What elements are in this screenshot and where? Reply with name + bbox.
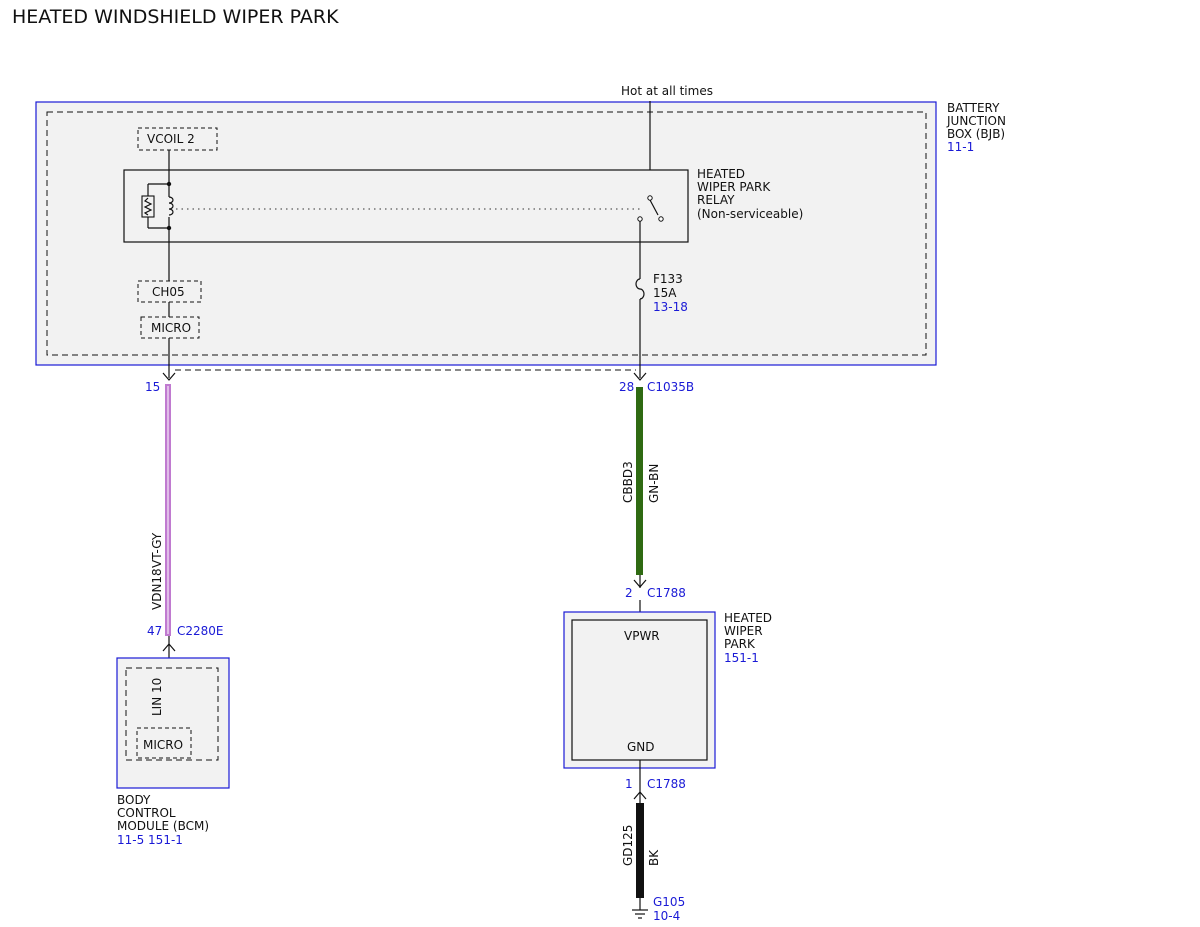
ground-wire-circuit: GD125 [621,825,635,866]
bcm-inner-dashed [125,667,219,761]
relay-label-line-3: RELAY [697,193,735,207]
bjb-name-line-2: JUNCTION [946,114,1006,128]
body-control-module: LIN 10 MICRO BODY CONTROL MODULE (BCM) 1… [116,657,230,847]
relay-label-line-1: HEATED [697,167,745,181]
wire-gn-bn [636,387,643,575]
bcm-name-line-1: BODY [117,793,151,807]
bcm-refs: 11-5 151-1 [117,833,183,847]
relay-coil [168,196,174,216]
wiper-ref: 151-1 [724,651,759,665]
pin-2-arrow [633,579,647,588]
wiper-vpwr-label: VPWR [624,629,660,643]
ch05-label: CH05 [152,285,185,299]
bcm-name-line-2: CONTROL [117,806,176,820]
fuse-f133-symbol [635,278,645,300]
left-bottom-connector: C2280E [177,624,224,638]
pin-47-arrow [162,643,176,652]
vcoil-label: VCOIL 2 [147,132,195,146]
fuse-ref: 13-18 [653,300,688,314]
wire-bk [636,803,644,898]
left-top-pin: 15 [145,380,160,394]
bjb-name-line-3: BOX (BJB) [947,127,1005,141]
bcm-micro-box [136,727,192,759]
wiper-park-relay: HEATED WIPER PARK RELAY (Non-serviceable… [123,167,803,281]
wiper-name-line-3: PARK [724,637,756,651]
wiper-name-line-2: WIPER [724,624,763,638]
wiper-gnd-label: GND [627,740,655,754]
bcm-outline [116,657,230,789]
bcm-micro-label: MICRO [143,738,183,752]
ch05-connector: CH05 [137,280,202,303]
bjb-name-line-1: BATTERY [947,101,1000,115]
ground-symbol [632,909,648,919]
right-mid-pin: 2 [625,586,633,600]
right-top-connector: C1035B [647,380,694,394]
relay-label-line-4: (Non-serviceable) [697,207,803,221]
ground-ref: 10-4 [653,909,680,923]
fuse-rating: 15A [653,286,677,300]
bcm-name-line-3: MODULE (BCM) [117,819,209,833]
pin-1-arrow [633,791,647,800]
right-top-pin: 28 [619,380,634,394]
ground-connector: C1788 [647,777,686,791]
bjb-inner-dashed [46,111,927,356]
right-wire-color: GN-BN [647,464,661,503]
fuse-name: F133 [653,272,683,286]
diagram-title: HEATED WINDSHIELD WIPER PARK [12,6,339,28]
bjb-micro-box: MICRO [140,316,200,339]
wiper-name-line-1: HEATED [724,611,772,625]
pin-28-arrow [633,372,647,381]
left-bottom-pin: 47 [147,624,162,638]
right-mid-connector: C1788 [647,586,686,600]
ground-wire-color: BK [647,849,661,866]
ground-name: G105 [653,895,685,909]
relay-outline [123,169,689,243]
power-label: Hot at all times [621,84,713,98]
left-wire-circuit: VDN18 [150,568,164,610]
relay-resistor [141,195,155,218]
heated-wiper-park-module: VPWR GND HEATED WIPER PARK 151-1 [563,611,772,769]
right-wire-circuit: CBBD3 [621,461,635,503]
left-wire-color: VT-GY [150,532,164,568]
vcoil-connector: VCOIL 2 [137,127,218,151]
bjb-micro-label: MICRO [151,321,191,335]
relay-label-line-2: WIPER PARK [697,180,771,194]
bcm-lin-label: LIN 10 [150,678,164,716]
bjb-ref: 11-1 [947,140,974,154]
ground-pin: 1 [625,777,633,791]
pin-15-arrow [162,372,176,381]
relay-switch-contact [649,199,659,216]
